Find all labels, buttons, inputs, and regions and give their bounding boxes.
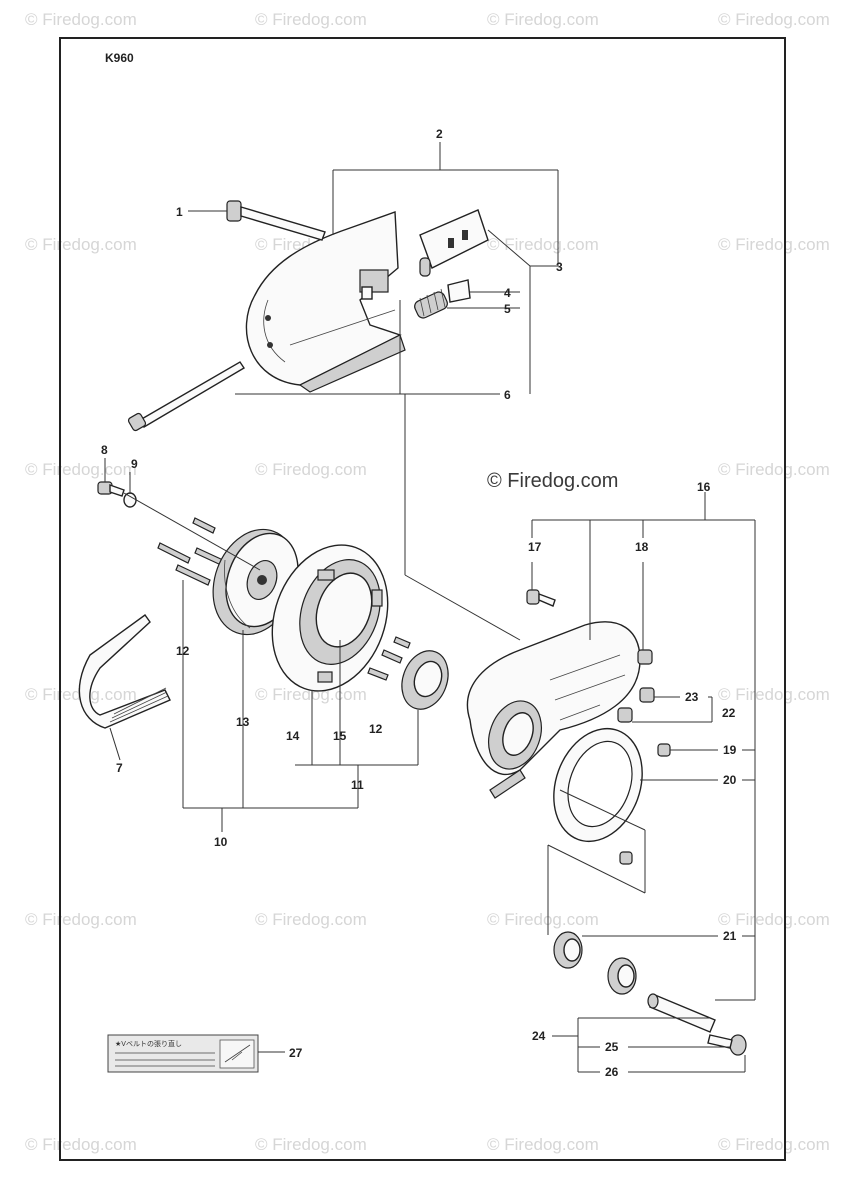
- callout-19: 19: [723, 743, 737, 757]
- nut-18: [637, 649, 653, 665]
- nut-22: [617, 707, 633, 723]
- callout-10: 10: [214, 835, 228, 849]
- sticker-27: ★Vベルトの張り直し: [107, 1034, 259, 1073]
- callout-18: 18: [635, 540, 649, 554]
- callout-15: 15: [333, 729, 347, 743]
- watermark: © Firedog.com: [487, 235, 599, 254]
- callout-25: 25: [605, 1040, 619, 1054]
- callout-labels: 1 2 3 4 5 6 7 8 9 10 11 12 12 13 14 15 1…: [101, 127, 737, 1079]
- diagram-frame: [59, 37, 786, 1161]
- bolt-25: [707, 1034, 747, 1056]
- watermark: © Firedog.com: [25, 910, 137, 929]
- callout-12-right: 12: [369, 722, 383, 736]
- callout-26: 26: [605, 1065, 619, 1079]
- bolt-8: [97, 481, 125, 497]
- bearing-21a: [553, 931, 583, 969]
- watermark: © Firedog.com: [255, 10, 367, 29]
- sticker-title: ★Vベルトの張り直し: [115, 1039, 182, 1048]
- disc-20: [553, 727, 643, 843]
- spring-5: [414, 288, 448, 319]
- shaft: [647, 993, 716, 1033]
- nut-4: [447, 279, 471, 303]
- washer-9: [123, 492, 137, 508]
- callout-6: 6: [504, 388, 511, 402]
- screws-12: [157, 517, 411, 681]
- belt-guard: [245, 211, 406, 393]
- center-watermark: © Firedog.com: [487, 470, 618, 492]
- watermark: © Firedog.com: [25, 235, 137, 254]
- callout-22: 22: [722, 706, 736, 720]
- watermark: © Firedog.com: [718, 460, 830, 479]
- callout-1: 1: [176, 205, 183, 219]
- nut-23: [639, 687, 655, 703]
- watermark: © Firedog.com: [718, 1135, 830, 1154]
- watermark: © Firedog.com: [487, 910, 599, 929]
- long-bolt-6: [127, 361, 245, 432]
- callout-4: 4: [504, 286, 511, 300]
- watermark: © Firedog.com: [255, 460, 367, 479]
- model-label: K960: [105, 51, 134, 65]
- leader-lines: [104, 142, 756, 1073]
- watermark: © Firedog.com: [255, 685, 367, 704]
- watermark: © Firedog.com: [487, 10, 599, 29]
- watermark: © Firedog.com: [25, 460, 137, 479]
- callout-16: 16: [697, 480, 711, 494]
- callout-20: 20: [723, 773, 737, 787]
- watermark: © Firedog.com: [25, 1135, 137, 1154]
- watermark: © Firedog.com: [25, 10, 137, 29]
- bolt-17: [526, 589, 556, 607]
- screw-20b: [619, 851, 633, 865]
- callout-13: 13: [236, 715, 250, 729]
- watermark: © Firedog.com: [255, 1135, 367, 1154]
- callout-7: 7: [116, 761, 123, 775]
- bearing-ring: [401, 650, 449, 710]
- watermark: © Firedog.com: [487, 1135, 599, 1154]
- callout-17: 17: [528, 540, 542, 554]
- watermark: © Firedog.com: [718, 910, 830, 929]
- watermark: © Firedog.com: [718, 10, 830, 29]
- screw-19: [657, 743, 671, 757]
- bearing-21b: [607, 957, 637, 995]
- callout-11: 11: [351, 778, 364, 792]
- callout-14: 14: [286, 729, 300, 743]
- watermark: © Firedog.com: [718, 685, 830, 704]
- callout-5: 5: [504, 302, 511, 316]
- callout-21: 21: [723, 929, 737, 943]
- callout-27: 27: [289, 1046, 303, 1060]
- watermark: © Firedog.com: [255, 910, 367, 929]
- watermark: © Firedog.com: [718, 235, 830, 254]
- v-belt-7: [78, 614, 171, 729]
- clutch-plate-14: [271, 544, 389, 692]
- callout-8: 8: [101, 443, 108, 457]
- callout-2: 2: [436, 127, 443, 141]
- callout-23: 23: [685, 690, 699, 704]
- callout-24: 24: [532, 1029, 546, 1043]
- housing-16: [466, 621, 641, 799]
- callout-9: 9: [131, 457, 138, 471]
- callout-3: 3: [556, 260, 563, 274]
- bracket-3: [419, 209, 489, 277]
- watermark-layer: © Firedog.com © Firedog.com © Firedog.co…: [25, 10, 830, 1154]
- callout-12-left: 12: [176, 644, 190, 658]
